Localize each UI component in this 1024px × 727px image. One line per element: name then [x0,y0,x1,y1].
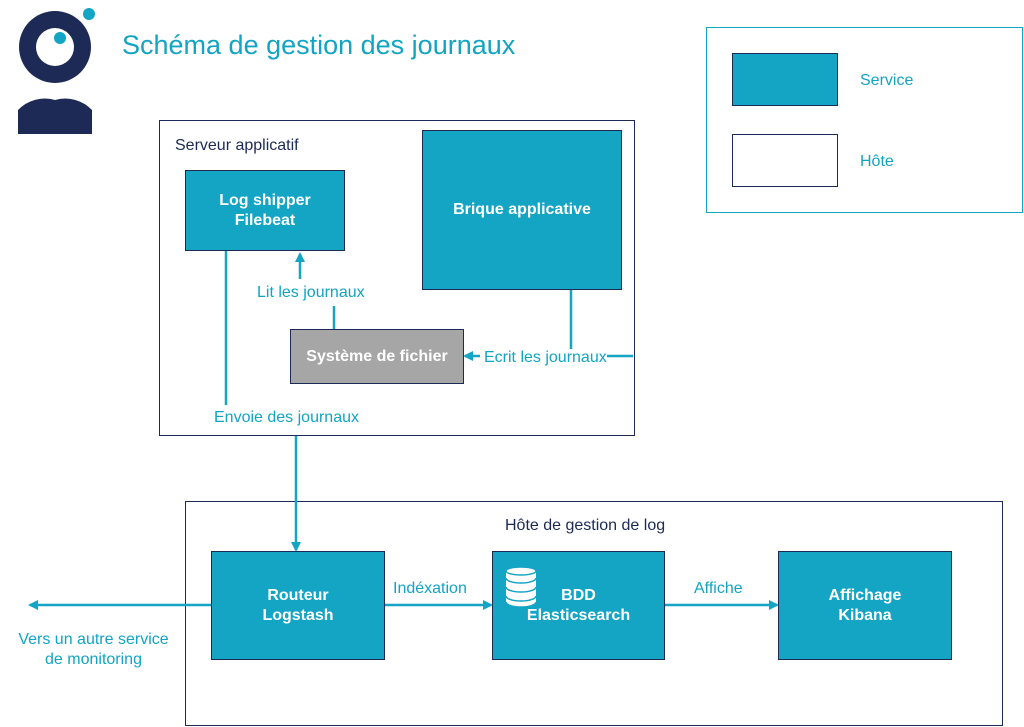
database-icon [505,566,537,608]
displays-label: Affiche [694,580,743,598]
log-host-label: Hôte de gestion de log [505,517,666,534]
app-server-label: Serveur applicatif [175,137,299,154]
legend-host-swatch [732,134,838,187]
legend-service-swatch [732,53,838,106]
page-title: Schéma de gestion des journaux [122,30,516,60]
legend-host-label: Hôte [860,153,894,170]
legend-service-label: Service [860,72,914,89]
kibana-service: Affichage Kibana [778,551,952,660]
edge-writes-logs [569,289,633,358]
sends-logs-label: Envoie des journaux [214,409,359,427]
logstash-service: Routeur Logstash [211,551,385,660]
other-service-label: Vers un autre service de monitoring [18,631,169,668]
writes-logs-label: Ecrit les journaux [484,349,607,367]
indexing-label: Indéxation [393,580,467,598]
logo-icon [18,8,95,134]
app-brick-service: Brique applicative [422,130,622,290]
filebeat-service: Log shipper Filebeat [185,170,345,251]
filesystem-box: Système de fichier [290,329,464,384]
reads-logs-label: Lit les journaux [257,284,365,302]
